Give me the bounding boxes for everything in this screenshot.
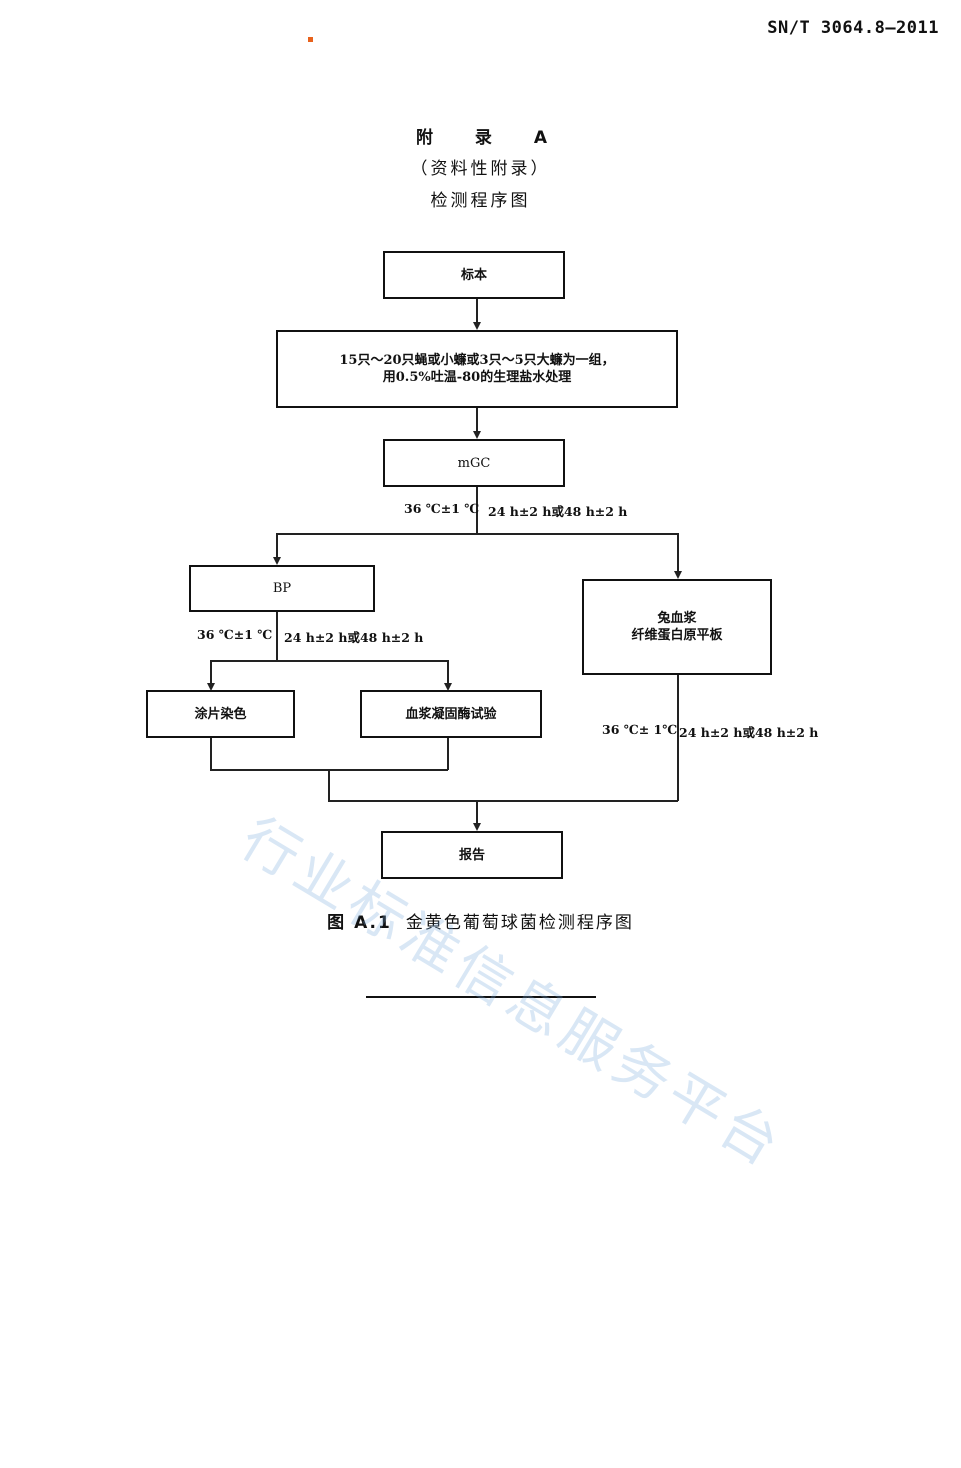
rabbit-temperature: 36 ℃± 1℃ bbox=[602, 722, 678, 737]
appendix-type: （资料性附录） bbox=[410, 159, 551, 179]
bp-box: BP bbox=[189, 565, 375, 612]
merge-line bbox=[328, 800, 678, 802]
figure-number: 图 A.1 bbox=[327, 913, 392, 933]
bp-temperature: 36 ℃±1 ℃ bbox=[197, 627, 273, 642]
coagulase-test-label: 血浆凝固酶试验 bbox=[405, 706, 497, 722]
rabbit-time: 24 h±2 h或48 h±2 h bbox=[679, 725, 819, 740]
report-label: 报告 bbox=[458, 847, 485, 863]
smear-stain-label: 涂片染色 bbox=[194, 706, 247, 722]
standard-code: SN/T 3064.8—2011 bbox=[767, 18, 939, 38]
connector bbox=[276, 533, 278, 558]
mgc-box: mGC bbox=[383, 439, 565, 487]
preparation-line-1: 15只～20只蝇或小蠊或3只～5只大蠊为一组， bbox=[339, 353, 615, 368]
report-box: 报告 bbox=[381, 831, 563, 879]
orange-mark bbox=[308, 37, 313, 42]
arrow-head bbox=[207, 683, 215, 691]
connector bbox=[210, 660, 212, 684]
connector bbox=[447, 660, 449, 684]
specimen-label: 标本 bbox=[460, 267, 487, 283]
smear-stain-box: 涂片染色 bbox=[146, 690, 295, 738]
figure-caption: 图 A.1 金黄色葡萄球菌检测程序图 bbox=[0, 908, 961, 933]
branch-line bbox=[210, 660, 448, 662]
connector bbox=[677, 675, 679, 801]
mgc-label: mGC bbox=[457, 455, 491, 471]
coagulase-test-box: 血浆凝固酶试验 bbox=[360, 690, 542, 738]
preparation-box: 15只～20只蝇或小蠊或3只～5只大蠊为一组， 用0.5%吐温-80的生理盐水处… bbox=[276, 330, 678, 408]
arrow-head bbox=[473, 322, 481, 330]
arrow-head bbox=[473, 431, 481, 439]
branch-line bbox=[276, 533, 678, 535]
connector bbox=[476, 487, 478, 533]
rabbit-plasma-box: 兔血浆 纤维蛋白原平板 bbox=[582, 579, 772, 675]
appendix-name: 检测程序图 bbox=[430, 191, 531, 211]
connector bbox=[276, 612, 278, 660]
rabbit-plasma-line-2: 纤维蛋白原平板 bbox=[631, 628, 723, 643]
connector bbox=[476, 299, 478, 323]
connector bbox=[476, 408, 478, 432]
figure-title: 金黄色葡萄球菌检测程序图 bbox=[405, 913, 634, 933]
bp-label: BP bbox=[272, 581, 292, 596]
specimen-box: 标本 bbox=[383, 251, 565, 299]
connector bbox=[677, 533, 679, 572]
preparation-line-2: 用0.5%吐温-80的生理盐水处理 bbox=[382, 370, 572, 385]
connector bbox=[328, 769, 330, 801]
arrow-head bbox=[674, 571, 682, 579]
connector bbox=[476, 800, 478, 824]
bp-time: 24 h±2 h或48 h±2 h bbox=[284, 630, 424, 645]
mgc-time: 24 h±2 h或48 h±2 h bbox=[488, 504, 628, 519]
arrow-head bbox=[444, 683, 452, 691]
arrow-head bbox=[473, 823, 481, 831]
connector bbox=[447, 738, 449, 770]
end-rule bbox=[366, 996, 596, 998]
mgc-temperature: 36 ℃±1 ℃ bbox=[404, 501, 480, 516]
connector bbox=[210, 738, 212, 770]
appendix-title: 附 录 A bbox=[416, 128, 565, 148]
arrow-head bbox=[273, 557, 281, 565]
rabbit-plasma-line-1: 兔血浆 bbox=[657, 611, 697, 626]
